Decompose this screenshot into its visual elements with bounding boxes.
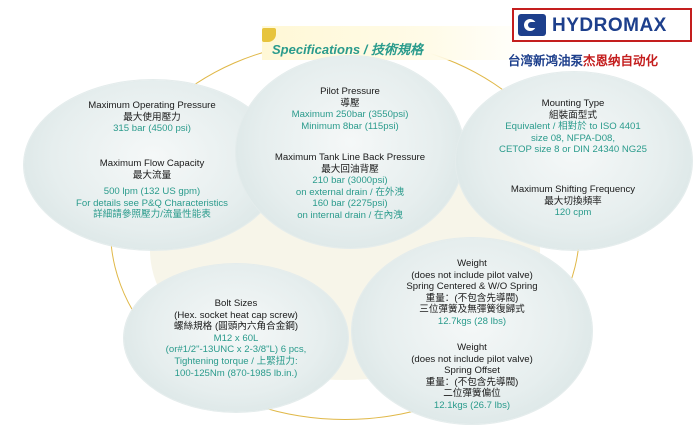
- spec-title-zh: 二位彈簧偏位: [443, 388, 501, 400]
- header-band: [262, 26, 542, 60]
- spec-value: 12.1kgs (26.7 lbs): [433, 399, 511, 411]
- spec-title-zh: 最大切換頻率: [544, 195, 602, 207]
- spec-max-tank-back-pressure: Maximum Tank Line Back Pressure 最大回油背壓 2…: [250, 152, 450, 222]
- spec-value: 詳細請參照壓力/流量性能表: [93, 209, 211, 221]
- spec-title-zh: 導壓: [340, 97, 360, 109]
- spec-title-zh: 重量：(不包含先導閥): [425, 376, 519, 388]
- logo-brand-text: HYDROMAX: [552, 15, 667, 36]
- spec-value: Minimum 8bar (115psi): [301, 120, 399, 132]
- spec-value: Equivalent / 相對於 to ISO 4401: [505, 121, 641, 133]
- tagline-red: 杰恩纳自动化: [583, 54, 659, 68]
- brand-tagline: 台湾新鸿油泵杰恩纳自动化: [508, 50, 658, 69]
- spec-max-flow-capacity: Maximum Flow Capacity 最大流量 500 lpm (132 …: [44, 158, 260, 221]
- spec-title-zh: 最大回油背壓: [321, 163, 379, 175]
- spec-value: 160 bar (2275psi): [312, 198, 388, 210]
- spec-title-zh: 最大使用壓力: [123, 111, 181, 123]
- bubble-bottom-left: [124, 264, 348, 412]
- spec-title-zh: 三位彈簧及無彈簧復歸式: [419, 304, 525, 316]
- spec-subtitle: Spring Centered & W/O Spring: [406, 281, 538, 293]
- spec-weight-spring-centered: Weight (does not include pilot valve) Sp…: [368, 258, 576, 328]
- header-marker-icon: [262, 28, 276, 42]
- spec-value: on external drain / 在外洩: [295, 186, 405, 198]
- spec-title-en: Weight: [457, 342, 487, 353]
- spec-subtitle: Spring Offset: [444, 365, 500, 377]
- tagline-blue: 台湾新鸿油泵: [508, 54, 584, 68]
- spec-title-zh: 組裝面型式: [549, 109, 597, 121]
- spec-value: M12 x 60L: [213, 332, 259, 344]
- spec-title-zh: 最大流量: [132, 169, 172, 181]
- spec-value: For details see P&Q Characteristics: [76, 197, 228, 209]
- spec-value: 12.7kgs (28 lbs): [437, 315, 507, 327]
- spec-title-en: Weight: [457, 258, 487, 269]
- spec-title-zh: 重量：(不包含先導閥): [425, 292, 519, 304]
- logo-emblem-icon: [518, 14, 546, 36]
- spec-mounting-type: Mounting Type 組裝面型式 Equivalent / 相對於 to …: [470, 98, 676, 156]
- spec-title-en: Maximum Shifting Frequency: [510, 184, 636, 195]
- spec-title-en: Maximum Operating Pressure: [88, 100, 216, 111]
- spec-value: Maximum 250bar (3550psi): [291, 109, 409, 121]
- spec-value: 100-125Nm (870-1985 lb.in.): [174, 367, 298, 379]
- spec-value: 120 cpm: [554, 207, 592, 219]
- spec-value: (or#1/2"-13UNC x 2-3/8"L) 6 pcs,: [165, 344, 307, 356]
- spec-title-en: Bolt Sizes: [214, 298, 258, 309]
- spec-title-zh: 螺絲規格 (圓頭內六角合金鋼): [173, 321, 299, 333]
- spec-value: Tightening torque / 上緊扭力:: [174, 355, 298, 367]
- spec-value: 315 bar (4500 psi): [113, 123, 191, 135]
- spec-title-en: Maximum Tank Line Back Pressure: [274, 152, 426, 163]
- spec-value: on internal drain / 在內洩: [297, 209, 403, 221]
- page-title: Specifications / 技術規格: [272, 42, 423, 57]
- spec-subtitle: (Hex. socket heat cap screw): [174, 309, 298, 321]
- spec-title-en: Pilot Pressure: [320, 86, 380, 97]
- spec-weight-spring-offset: Weight (does not include pilot valve) Sp…: [368, 342, 576, 412]
- spec-bolt-sizes: Bolt Sizes (Hex. socket heat cap screw) …: [140, 298, 332, 379]
- spec-value: 500 lpm (132 US gpm): [103, 186, 201, 198]
- spec-title-en: Maximum Flow Capacity: [99, 158, 205, 169]
- spec-max-operating-pressure: Maximum Operating Pressure 最大使用壓力 315 ba…: [44, 100, 260, 135]
- bubble-right: [456, 72, 692, 250]
- spec-value: 210 bar (3000psi): [312, 175, 388, 187]
- spec-subtitle: (does not include pilot valve): [411, 269, 533, 281]
- bubble-bottom-right: [352, 238, 592, 424]
- brand-logo: HYDROMAX: [512, 8, 692, 42]
- spec-value: CETOP size 8 or DIN 24340 NG25: [499, 144, 647, 156]
- spec-title-en: Mounting Type: [541, 98, 605, 109]
- spec-value: size 08, NFPA-D08,: [530, 132, 616, 144]
- spec-max-shifting-frequency: Maximum Shifting Frequency 最大切換頻率 120 cp…: [470, 184, 676, 219]
- bubble-center: [236, 56, 464, 248]
- spec-subtitle: (does not include pilot valve): [411, 353, 533, 365]
- spec-pilot-pressure: Pilot Pressure 導壓 Maximum 250bar (3550ps…: [250, 86, 450, 132]
